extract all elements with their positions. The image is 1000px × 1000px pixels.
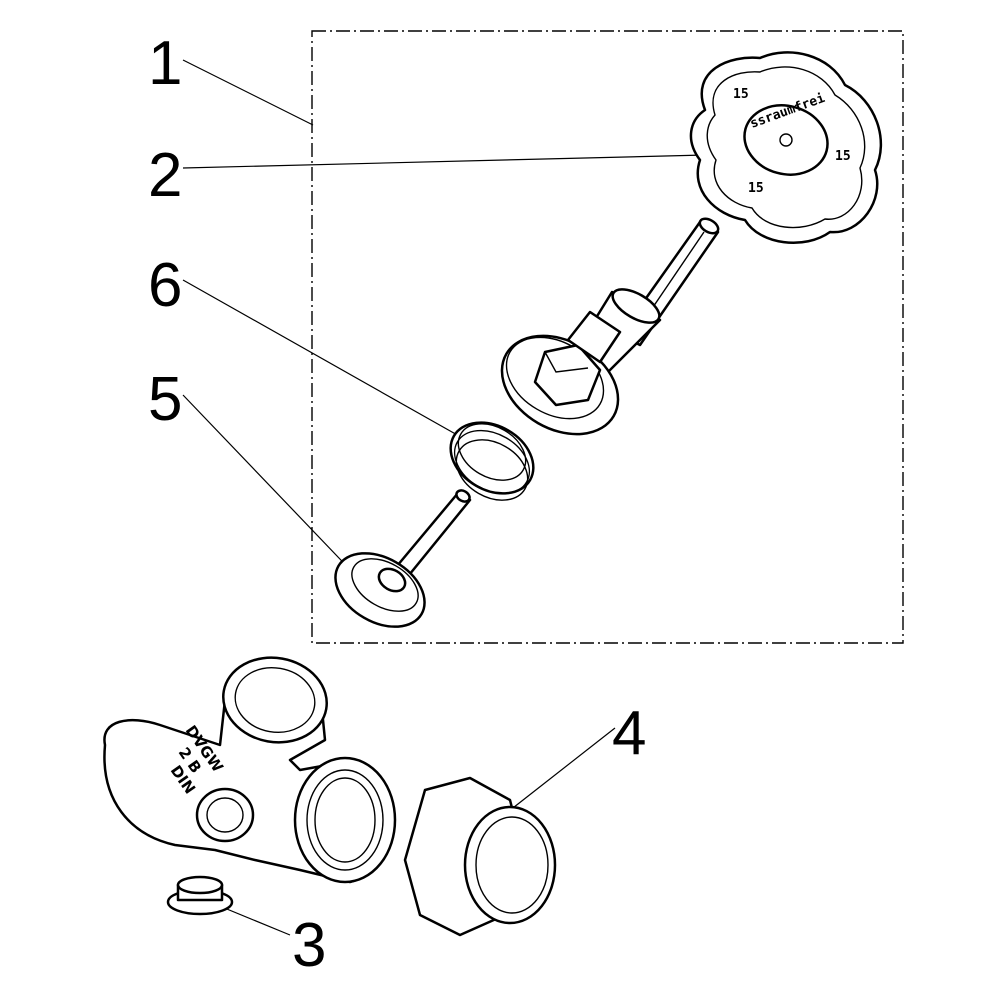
drain-plug-part: [166, 875, 234, 916]
valve-disc-part: [334, 489, 472, 628]
leader-6: [182, 279, 476, 446]
callout-5: 5: [148, 365, 182, 434]
bonnet-part: [500, 310, 622, 436]
leader-5: [182, 394, 361, 581]
handwheel-symbol-left: 15: [733, 87, 749, 102]
callout-3: 3: [292, 911, 326, 980]
callout-2: 2: [148, 141, 182, 210]
leader-2: [182, 154, 706, 169]
handwheel-symbol-right: 15: [835, 149, 851, 164]
threaded-ring-part: [449, 421, 535, 501]
handwheel-part: ssraumfrei 15 15 15: [689, 51, 883, 244]
leader-1: [182, 59, 314, 126]
callout-labels: 1 2 6 5 4 3: [148, 29, 646, 980]
handwheel-symbol-bottom: 15: [748, 181, 764, 196]
callout-6: 6: [148, 251, 182, 320]
assembly-frame: [311, 30, 904, 644]
callout-4: 4: [612, 699, 646, 768]
callout-1: 1: [148, 29, 182, 98]
union-nut-part: [403, 776, 557, 937]
valve-body-part: DVGW 2 B DIN: [103, 656, 397, 884]
